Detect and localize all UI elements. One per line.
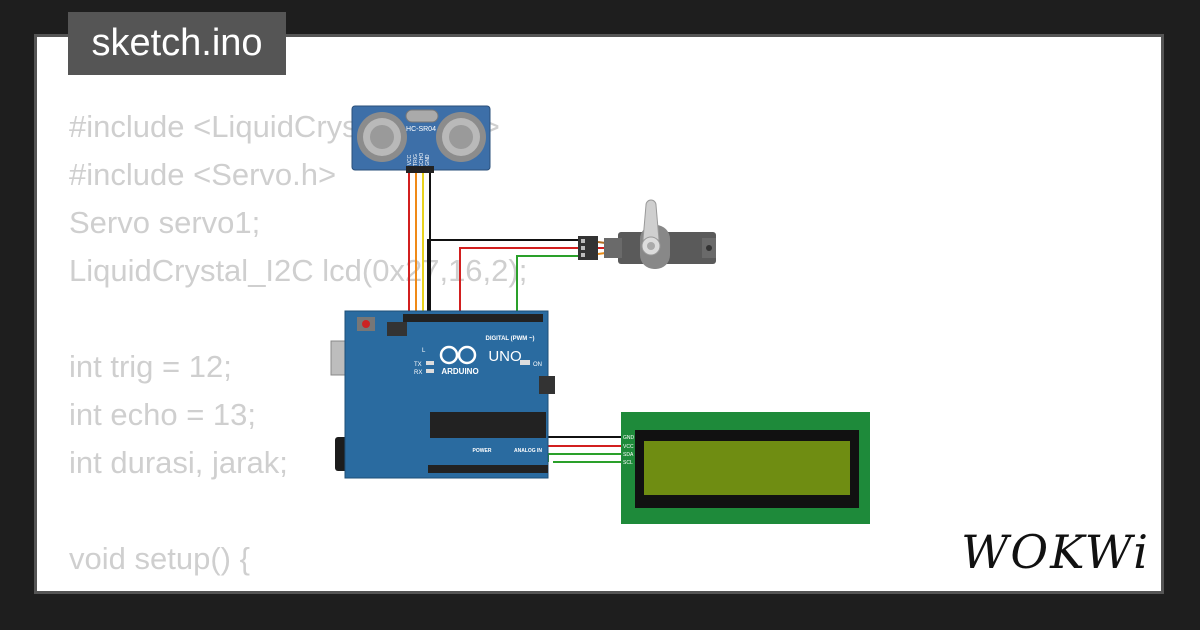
file-tab[interactable]: sketch.ino bbox=[68, 12, 286, 75]
wire-lcd-sda bbox=[547, 453, 622, 462]
tx-label: TX bbox=[414, 362, 422, 368]
code-line: #include <Servo.h> bbox=[69, 157, 337, 192]
arduino-uno[interactable]: DIGITAL (PWM ~) UNO ARDUINO L TX RX ON P… bbox=[330, 310, 555, 479]
rx-label: RX bbox=[414, 370, 422, 376]
code-line: Servo servo1; bbox=[69, 205, 261, 240]
lcd-pin-label: VCC bbox=[623, 444, 634, 450]
sensor-pin-label: VCC bbox=[407, 154, 413, 165]
ultrasonic-sensor[interactable]: HC-SR04 VCC TRIG ECHO GND bbox=[351, 105, 491, 173]
wire-servo-gnd bbox=[427, 239, 578, 318]
lcd-pin-label: GND bbox=[623, 435, 635, 441]
analog-label: ANALOG IN bbox=[514, 448, 542, 454]
digital-label: DIGITAL (PWM ~) bbox=[486, 336, 535, 342]
preview-card: #include <LiquidCrystal_I2C.h>#include <… bbox=[34, 34, 1164, 594]
lcd-pin-label: SCL bbox=[623, 460, 633, 466]
sensor-pin-label: TRIG bbox=[413, 154, 419, 166]
lcd-pin-label: SDA bbox=[623, 452, 634, 458]
arduino-model: UNO bbox=[488, 348, 521, 365]
microcontroller-chip bbox=[430, 412, 546, 438]
code-line: int trig = 12; bbox=[69, 349, 232, 384]
servo-motor[interactable] bbox=[578, 199, 716, 269]
wire-servo-signal bbox=[516, 255, 578, 318]
power-label: POWER bbox=[473, 448, 492, 454]
sensor-pin-label: GND bbox=[425, 154, 431, 166]
code-line: void setup() { bbox=[69, 541, 250, 576]
arduino-brand: ARDUINO bbox=[441, 367, 478, 376]
code-line: LiquidCrystal_I2C lcd(0x27,16,2); bbox=[69, 253, 528, 288]
lcd-display[interactable]: GND VCC SDA SCL bbox=[621, 412, 870, 524]
code-line: pinMode(trig, OUTPUT); bbox=[69, 583, 527, 591]
l-led-label: L bbox=[422, 348, 426, 354]
on-label: ON bbox=[533, 362, 542, 368]
sensor-label: HC-SR04 bbox=[406, 126, 436, 133]
code-line: int echo = 13; bbox=[69, 397, 256, 432]
sensor-pin-label: ECHO bbox=[419, 153, 425, 168]
wokwi-logo: WOKWi bbox=[961, 525, 1150, 579]
code-line: int durasi, jarak; bbox=[69, 445, 288, 480]
